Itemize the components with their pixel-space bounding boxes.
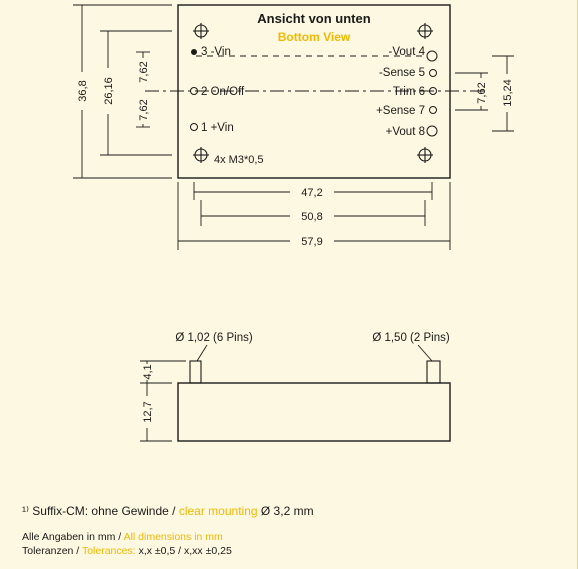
pin-2-circle [190,87,198,95]
mounting-hole-bottom-left [193,147,209,163]
pin-8-label: +Vout 8 [386,126,425,138]
pin-1-label: 1 +Vin [201,122,234,134]
dim-body-height-label: 12,7 [142,401,154,422]
dimension-pitch-right [455,72,488,111]
dimension-width-total [177,182,451,250]
dim-right-span-label: 15,24 [502,79,514,107]
dim-pin-length-label: 4,1 [142,364,154,379]
mounting-hole-bottom-right [417,147,433,163]
mechanical-drawing: Ansicht von unten Bottom View 4x M3*0,5 … [73,4,514,442]
units-en: All dimensions in mm [123,531,223,543]
dim-height-total-label: 36,8 [77,80,89,101]
pin-3-label: 3 -Vin [201,46,231,58]
side-view-body [177,382,451,442]
dim-width-pins-label: 47,2 [301,187,322,199]
dimension-height-total [73,4,172,179]
pin-7-circle [429,106,437,114]
footnote-value: Ø 3,2 mm [260,504,314,518]
mounting-hole-top-right [417,23,433,39]
dimension-pin-pitch-left [136,51,150,128]
mounting-hole-top-left [193,23,209,39]
pin-small-label: Ø 1,02 (6 Pins) [175,332,253,344]
dim-width-holes-label: 50,8 [301,211,322,223]
pin-5-label: -Sense 5 [379,67,425,79]
leader-pin-small [196,344,208,362]
pin-5-circle [429,69,437,77]
pin-3-dot [191,49,197,55]
pin-7-label: +Sense 7 [376,105,425,117]
footnote-marker: ¹⁾ [22,504,29,518]
footnote-de: Suffix-CM: ohne Gewinde / [32,504,176,518]
tol-en: Tolerances: [81,545,136,557]
dim-height-inner-label: 26,16 [103,77,115,105]
dim-pitch-right-label: 7,62 [476,82,488,103]
pin-8-circle [426,125,438,137]
bottom-view-title: Ansicht von unten [257,11,370,26]
dimension-pin-length [140,360,186,384]
tol-values: x,x ±0,5 / x,xx ±0,25 [138,545,232,557]
units-note: Alle Angaben in mm / All dimensions in m… [22,530,562,544]
bottom-view-subtitle: Bottom View [278,30,351,44]
pin-6-circle [429,87,437,95]
units-de: Alle Angaben in mm / [22,531,122,543]
pin-4-circle [426,50,438,62]
dim-width-total-label: 57,9 [301,236,322,248]
dimension-width-holes [200,200,426,226]
pin-4-label: -Vout 4 [389,46,426,58]
dimension-body-height [140,383,172,442]
footnote-en: clear mounting [178,504,258,518]
pin-large-label: Ø 1,50 (2 Pins) [372,332,450,344]
footnote-suffix-cm: ¹⁾ Suffix-CM: ohne Gewinde / clear mount… [22,503,562,519]
side-pin-large [426,360,441,384]
dimension-height-inner [100,30,172,156]
side-pin-small [189,360,202,384]
notes-block: ¹⁾ Suffix-CM: ohne Gewinde / clear mount… [22,503,562,558]
tolerance-note: Toleranzen / Tolerances: x,x ±0,5 / x,xx… [22,544,562,558]
tol-de: Toleranzen / [22,545,80,557]
dimension-right-span [492,55,514,132]
pin-6-label: Trim 6 [393,86,425,98]
leader-pin-large [417,344,433,362]
mounting-label: 4x M3*0,5 [214,154,264,166]
dimension-width-pins [193,182,433,200]
dim-pitch-left-a-label: 7,62 [138,61,150,82]
bottom-view-outline [177,4,451,179]
pin-1-circle [190,123,198,131]
pin-2-label: 2 On/Off [201,86,245,98]
dim-pitch-left-b-label: 7,62 [138,99,150,120]
